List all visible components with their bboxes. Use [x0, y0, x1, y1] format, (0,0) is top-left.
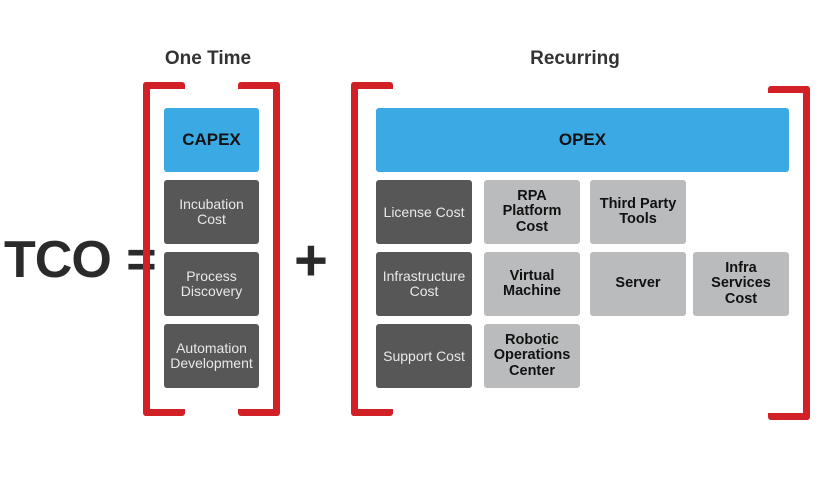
recurring-left-bracket	[351, 82, 393, 416]
equals-sign: =	[126, 231, 156, 289]
support-cost-box: Support Cost	[376, 324, 472, 388]
tco-label: TCO =	[4, 230, 157, 290]
recurring-heading: Recurring	[530, 48, 620, 69]
capex-box: CAPEX	[164, 108, 259, 172]
third-party-tools-box: Third Party Tools	[590, 180, 686, 244]
server-box: Server	[590, 252, 686, 316]
one-time-left-bracket	[143, 82, 185, 416]
tco-text: TCO	[4, 231, 112, 289]
process-discovery-box: Process Discovery	[164, 252, 259, 316]
recurring-right-bracket	[768, 86, 810, 420]
infrastructure-cost-box: Infrastructure Cost	[376, 252, 472, 316]
one-time-right-bracket	[238, 82, 280, 416]
one-time-heading: One Time	[164, 48, 252, 69]
infra-services-cost-box: Infra Services Cost	[693, 252, 789, 316]
rpa-platform-cost-box: RPA Platform Cost	[484, 180, 580, 244]
opex-box: OPEX	[376, 108, 789, 172]
robotic-operations-center-box: Robotic Operations Center	[484, 324, 580, 388]
incubation-cost-box: Incubation Cost	[164, 180, 259, 244]
virtual-machine-box: Virtual Machine	[484, 252, 580, 316]
license-cost-box: License Cost	[376, 180, 472, 244]
plus-sign: +	[294, 228, 328, 293]
automation-development-box: Automation Development	[164, 324, 259, 388]
